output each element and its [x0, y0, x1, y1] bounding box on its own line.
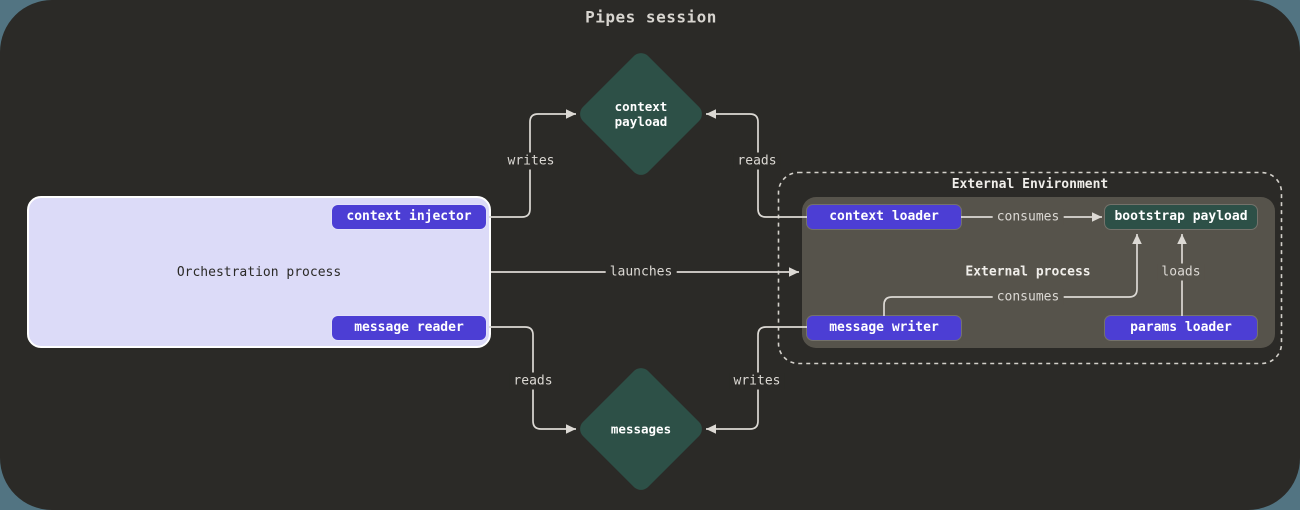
- edge-label-launches: launches: [605, 263, 677, 281]
- bootstrap-payload-node: bootstrap payload: [1105, 205, 1257, 229]
- edge-label-writes-top: writes: [503, 152, 559, 170]
- context-payload-label: context payload: [614, 99, 668, 129]
- edge-label-consumes-bottom: consumes: [992, 288, 1064, 306]
- orchestration-process-label: Orchestration process: [176, 265, 342, 280]
- message-reader-node: message reader: [332, 316, 486, 340]
- message-writer-node: message writer: [807, 316, 961, 340]
- diagram-title: Pipes session: [585, 7, 717, 27]
- external-environment-label: External Environment: [951, 177, 1109, 192]
- edge-label-reads-bottom: reads: [509, 372, 557, 390]
- messages-label: messages: [610, 421, 672, 437]
- context-loader-node: context loader: [807, 205, 961, 229]
- context-injector-node: context injector: [332, 205, 486, 229]
- edge-label-reads-top: reads: [733, 152, 781, 170]
- edge-label-loads: loads: [1157, 263, 1205, 281]
- external-process-label: External process: [965, 264, 1091, 280]
- edge-label-writes-bottom: writes: [729, 372, 785, 390]
- edge-label-consumes-top: consumes: [992, 208, 1064, 226]
- params-loader-node: params loader: [1105, 316, 1257, 340]
